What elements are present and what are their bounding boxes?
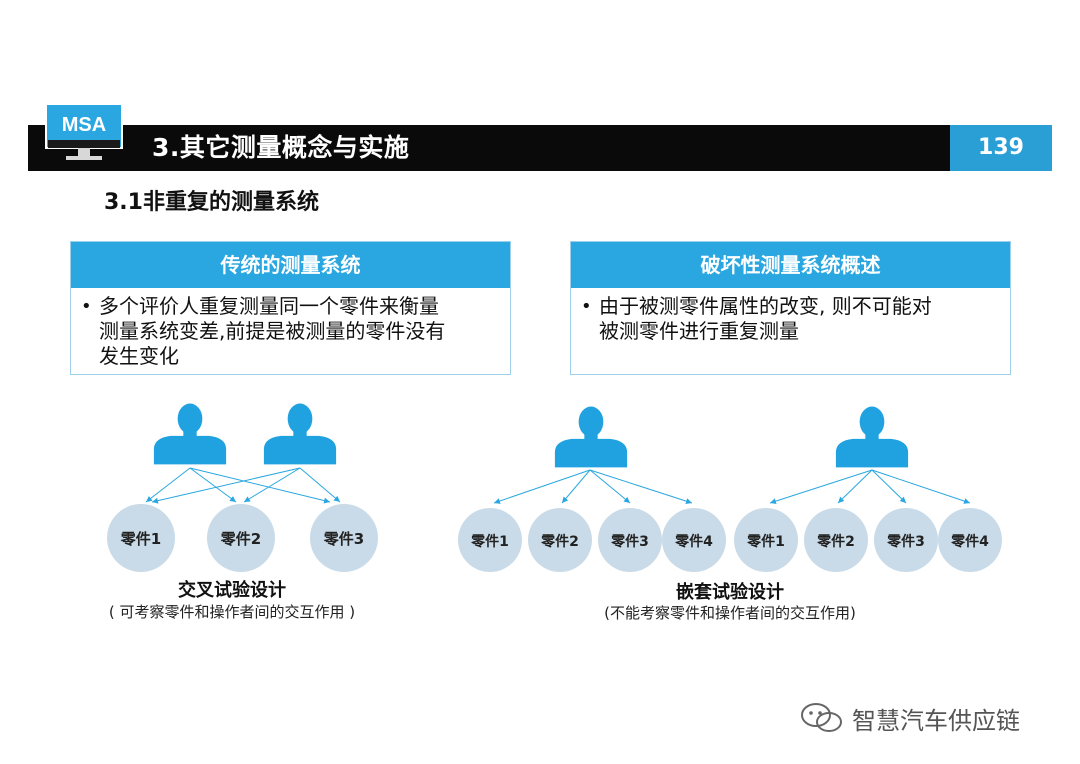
link-line (145, 467, 191, 503)
part-label: 零件2 (220, 530, 261, 548)
link-line (589, 469, 631, 504)
link-line (151, 467, 301, 504)
part-label: 零件4 (950, 533, 989, 550)
part-circle (804, 508, 868, 572)
link-line (837, 469, 873, 504)
header-bar (28, 125, 1052, 171)
link-line (871, 469, 971, 504)
page-title: 3.其它测量概念与实施 (152, 133, 410, 162)
link-line (189, 467, 237, 503)
operator-icon (554, 406, 628, 468)
bullet-icon: • (581, 296, 592, 317)
nested-design-caption: 嵌套试验设计 (676, 582, 784, 603)
link-line (493, 469, 591, 504)
link-line (243, 467, 301, 503)
operator-icon (153, 403, 227, 465)
part-circle (874, 508, 938, 572)
wechat-icon (801, 703, 842, 732)
section-title: 3.1非重复的测量系统 (104, 190, 319, 215)
part-label: 零件2 (540, 533, 579, 550)
logo-text: MSA (62, 114, 106, 136)
destructive-system-body: • 由于被测零件属性的改变, 则不可能对 被测零件进行重复测量 (571, 288, 1010, 344)
part-circle (458, 508, 522, 572)
traditional-system-body: • 多个评价人重复测量同一个零件来衡量 测量系统变差,前提是被测量的零件没有 发… (71, 288, 510, 369)
part-circle (107, 504, 175, 572)
part-label: 零件3 (610, 533, 649, 550)
part-label: 零件1 (746, 533, 785, 550)
part-label: 零件3 (886, 533, 925, 550)
part-circle (207, 504, 275, 572)
crossed-design-subcaption: ( 可考察零件和操作者间的交互作用 ) (108, 603, 356, 621)
watermark-text: 智慧汽车供应链 (852, 706, 1020, 735)
part-label: 零件3 (323, 530, 364, 548)
part-label: 零件1 (120, 530, 161, 548)
traditional-system-heading: 传统的测量系统 (71, 242, 510, 288)
body-line: 由于被测零件属性的改变, 则不可能对 (599, 294, 932, 318)
part-circle (938, 508, 1002, 572)
link-line (561, 469, 591, 504)
crossed-design-caption: 交叉试验设计 (178, 580, 286, 601)
operator-icon (263, 403, 337, 465)
link-line (589, 469, 693, 505)
body-line: 多个评价人重复测量同一个零件来衡量 (99, 294, 439, 318)
link-line (871, 469, 907, 504)
part-circle (734, 508, 798, 572)
part-label: 零件2 (816, 533, 855, 550)
body-line: 被测零件进行重复测量 (599, 319, 799, 343)
link-line (189, 467, 331, 504)
destructive-system-heading: 破坏性测量系统概述 (571, 242, 1010, 288)
part-label: 零件4 (674, 533, 713, 550)
part-circle (598, 508, 662, 572)
bullet-icon: • (81, 296, 92, 317)
link-line (769, 469, 873, 505)
part-label: 零件1 (470, 533, 509, 550)
page-number-badge: 139 (950, 125, 1052, 171)
part-circle (528, 508, 592, 572)
link-line (299, 467, 341, 503)
body-line: 测量系统变差,前提是被测量的零件没有 (99, 319, 446, 343)
operator-icon (835, 406, 909, 468)
part-circle (310, 504, 378, 572)
nested-design-subcaption: (不能考察零件和操作者间的交互作用) (604, 604, 856, 622)
destructive-system-box: 破坏性测量系统概述 • 由于被测零件属性的改变, 则不可能对 被测零件进行重复测… (570, 241, 1011, 375)
part-circle (662, 508, 726, 572)
traditional-system-box: 传统的测量系统 • 多个评价人重复测量同一个零件来衡量 测量系统变差,前提是被测… (70, 241, 511, 375)
monitor-logo-icon: MSA (45, 103, 123, 160)
body-line: 发生变化 (99, 344, 179, 368)
watermark: 智慧汽车供应链 (800, 698, 1020, 738)
